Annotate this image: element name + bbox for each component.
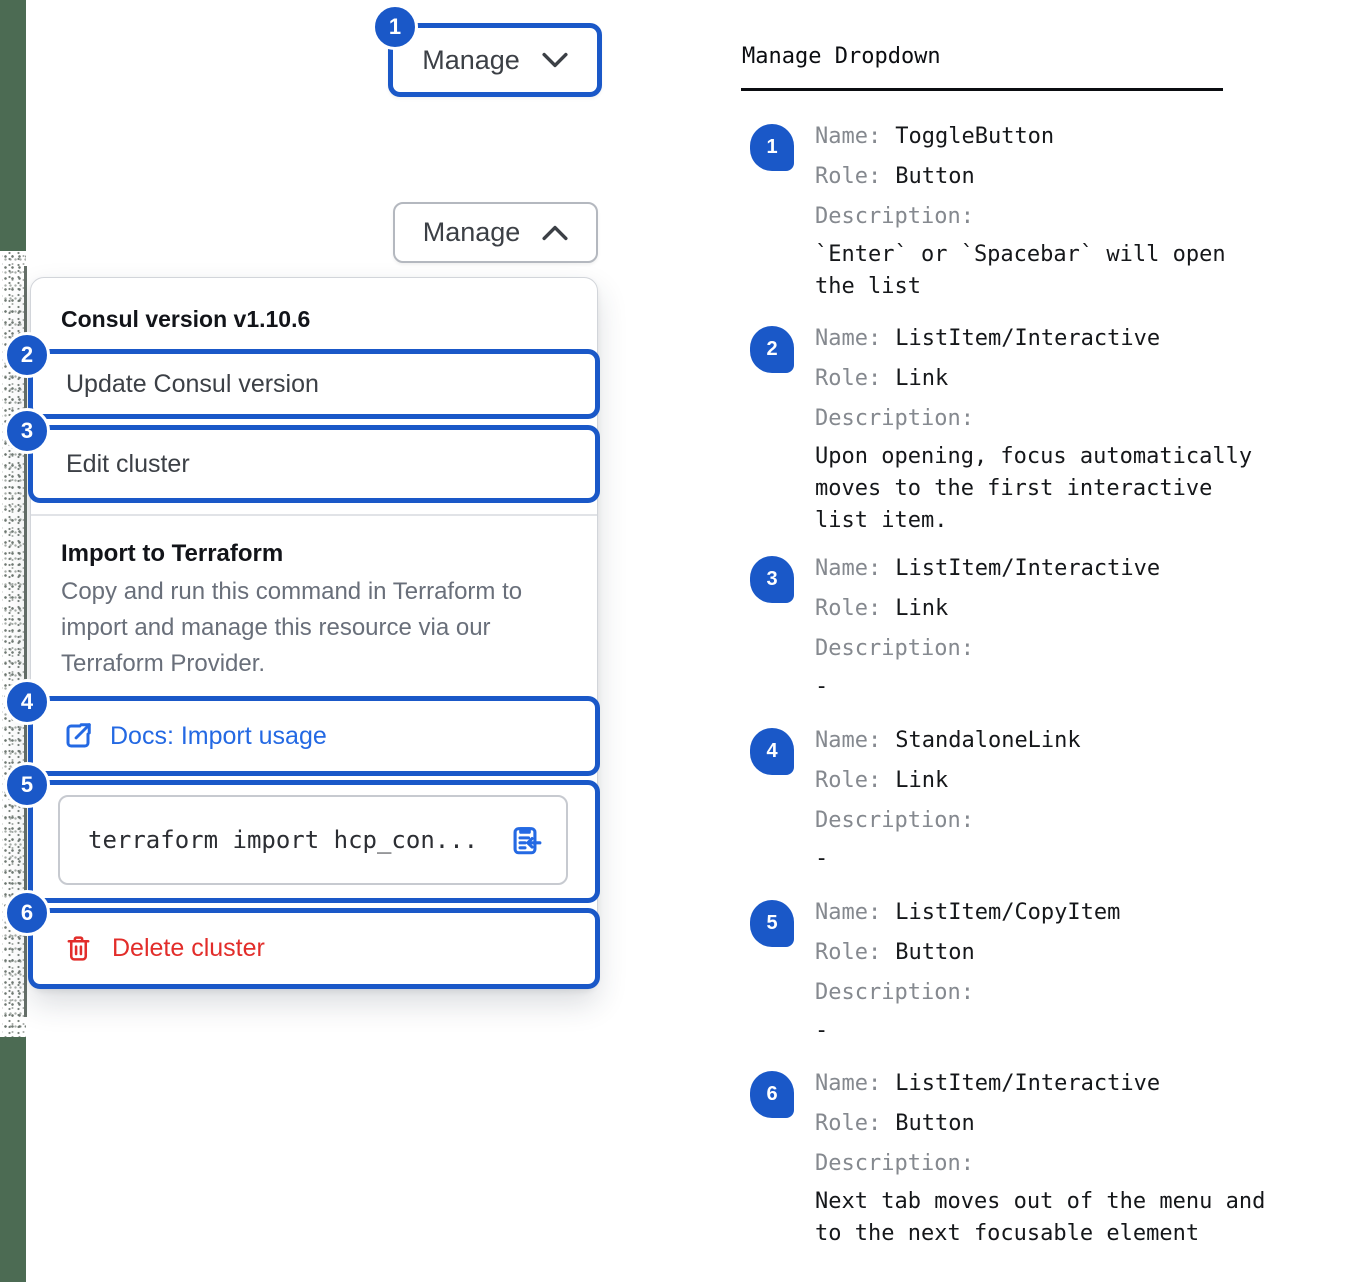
menu-item-label: Update Consul version (66, 369, 319, 398)
role-value: Button (895, 163, 975, 189)
consul-version-label: Consul version v1.10.6 (61, 306, 311, 332)
role-label: Role: (815, 365, 882, 391)
description-value: Upon opening, focus automatically moves … (815, 444, 1253, 533)
menu-item-copy-command[interactable] (28, 780, 600, 903)
description-value: - (815, 846, 829, 871)
trash-icon (67, 936, 90, 961)
name-value: ListItem/Interactive (895, 555, 1161, 581)
description-label: Description: (815, 203, 974, 229)
docs-import-usage-link[interactable]: Docs: Import usage (110, 721, 327, 750)
annotation-badge-2: 2 (4, 332, 50, 378)
legend-entry-3: 3 Name: ListItem/Interactive Role: Link De… (750, 548, 1285, 703)
manage-toggle-button-expanded[interactable]: Manage (393, 202, 598, 263)
description-label: Description: (815, 635, 974, 661)
description-value: `Enter` or `Spacebar` will open the list (815, 242, 1226, 299)
delete-cluster-label: Delete cluster (112, 934, 265, 962)
chevron-up-icon (542, 225, 568, 240)
legend-badge-3: 3 (750, 556, 794, 603)
chevron-down-icon (542, 52, 568, 68)
menu-item-docs-import-usage[interactable]: Docs: Import usage (28, 696, 600, 776)
name-label: Name: (815, 123, 882, 149)
external-link-icon (66, 723, 91, 748)
role-label: Role: (815, 595, 882, 621)
description-value: - (815, 1018, 829, 1043)
legend-entry-2: 2 Name: ListItem/Interactive Role: Link De… (750, 318, 1285, 537)
import-section-title: Import to Terraform (61, 540, 284, 567)
annotation-badge-4: 4 (4, 679, 50, 725)
name-value: ToggleButton (895, 123, 1055, 149)
description-label: Description: (815, 1150, 974, 1176)
annotation-badge-6: 6 (4, 890, 50, 936)
legend-entry-1: 1 Name: ToggleButton Role: Button Descript… (750, 116, 1285, 303)
role-label: Role: (815, 939, 882, 965)
legend-badge-6: 6 (750, 1071, 794, 1118)
name-label: Name: (815, 899, 882, 925)
name-value: ListItem/Interactive (895, 325, 1161, 351)
name-label: Name: (815, 727, 882, 753)
role-value: Link (895, 767, 949, 793)
legend-title: Manage Dropdown (742, 44, 941, 69)
role-value: Button (895, 1110, 975, 1136)
menu-item-edit-cluster[interactable]: Edit cluster (28, 425, 600, 503)
terraform-command-text: terraform import hcp_con... (88, 826, 479, 854)
annotation-badge-1: 1 (372, 4, 418, 50)
annotation-badge-3: 3 (4, 408, 50, 454)
description-label: Description: (815, 979, 974, 1005)
description-value: Next tab moves out of the menu and to th… (815, 1189, 1266, 1246)
description-label: Description: (815, 405, 974, 431)
menu-item-delete-cluster[interactable]: Delete cluster (28, 908, 600, 989)
name-value: StandaloneLink (895, 727, 1081, 753)
legend-entry-4: 4 Name: StandaloneLink Role: Link Descript… (750, 720, 1285, 875)
name-value: ListItem/Interactive (895, 1070, 1161, 1096)
menu-divider (31, 514, 597, 516)
role-label: Role: (815, 767, 882, 793)
legend-entry-5: 5 Name: ListItem/CopyItem Role: Button Des… (750, 892, 1285, 1047)
legend-title-underline (741, 88, 1223, 91)
role-value: Button (895, 939, 975, 965)
role-value: Link (895, 365, 949, 391)
manage-dropdown-menu: Consul version v1.10.6 Update Consul ver… (28, 277, 600, 990)
name-label: Name: (815, 1070, 882, 1096)
name-label: Name: (815, 555, 882, 581)
legend-badge-5: 5 (750, 900, 794, 947)
name-value: ListItem/CopyItem (895, 899, 1121, 925)
legend-badge-1: 1 (750, 124, 794, 171)
terraform-command-field[interactable]: terraform import hcp_con... (58, 795, 568, 885)
legend-badge-4: 4 (750, 728, 794, 775)
manage-button-label: Manage (422, 217, 521, 247)
role-label: Role: (815, 163, 882, 189)
name-label: Name: (815, 325, 882, 351)
menu-item-update-consul-version[interactable]: Update Consul version (28, 349, 600, 419)
clipboard-copy-icon[interactable] (508, 822, 542, 858)
description-label: Description: (815, 807, 974, 833)
description-value: - (815, 674, 829, 699)
legend-badge-2: 2 (750, 326, 794, 373)
manage-button-label: Manage (422, 44, 520, 75)
role-label: Role: (815, 1110, 882, 1136)
torn-edge-line (24, 266, 27, 1017)
role-value: Link (895, 595, 949, 621)
manage-toggle-button-collapsed[interactable]: Manage (388, 23, 602, 97)
menu-item-label: Edit cluster (66, 449, 190, 478)
legend-entry-6: 6 Name:ListItem/Interactive Role:Button … (750, 1063, 1285, 1250)
import-section-description: Copy and run this command in Terraform t… (61, 578, 523, 677)
annotation-badge-5: 5 (4, 762, 50, 808)
